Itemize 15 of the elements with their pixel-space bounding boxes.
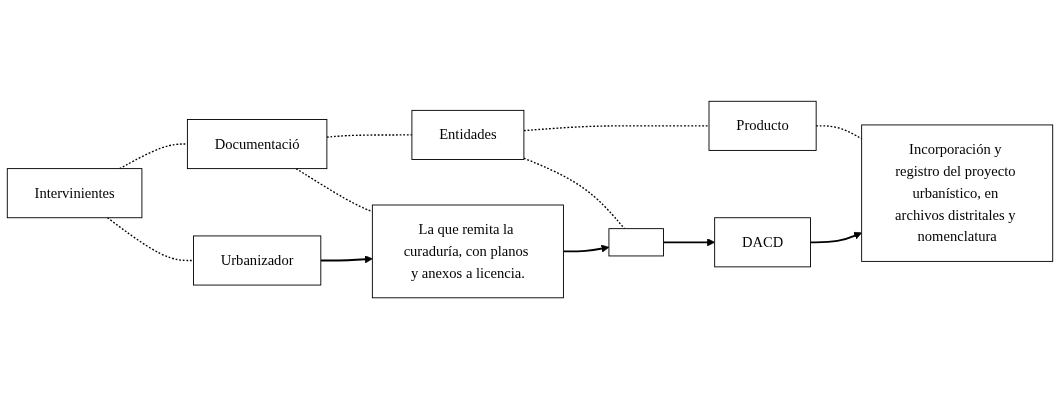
arrow: [319, 255, 373, 264]
arrow: [662, 238, 715, 247]
connector: [523, 158, 626, 230]
node-box: Entidades: [411, 110, 525, 161]
connector: [523, 125, 710, 132]
node-box: Documentació: [186, 119, 328, 170]
node-box: La que remita la curaduría, con planos y anexos a licencia.: [371, 205, 564, 299]
node-box: DACD: [714, 217, 811, 268]
node-box: Incorporación y registro del proyecto urbanístico, en archivos distritales y nomenclatura: [861, 124, 1054, 263]
node-box: Urbanizador: [193, 235, 322, 286]
arrow: [809, 232, 862, 244]
node-box: [608, 228, 664, 257]
node-box: Intervinientes: [6, 168, 143, 219]
arrow: [562, 245, 610, 253]
node-box: Producto: [708, 101, 817, 152]
